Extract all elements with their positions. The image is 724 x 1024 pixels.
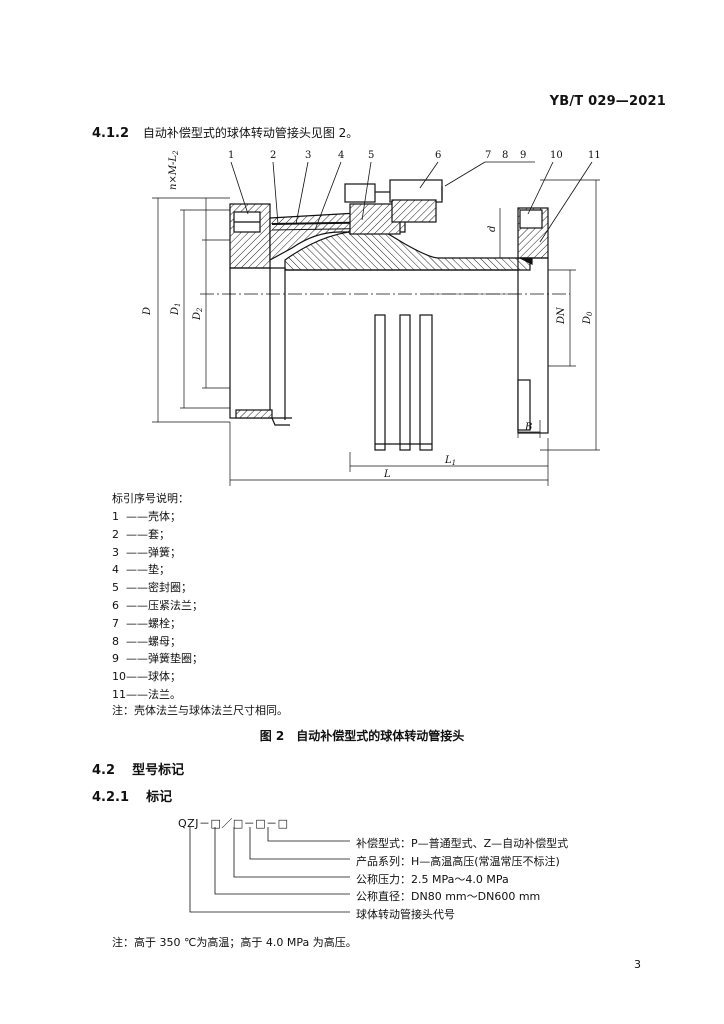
right-flange-lower: [517, 257, 549, 434]
legend-item: 2——套；: [112, 527, 170, 541]
dim-D0: D0: [582, 311, 594, 325]
dim-bolt-spec: n×M-L2: [168, 150, 180, 190]
legend-item: 11——法兰。: [112, 687, 181, 701]
marking-label-series: 产品系列：H—高温高压(常温常压不标注): [356, 855, 560, 868]
callout-numbers: 1 2 3 4 5 6 7 8 9 10 11: [228, 150, 601, 161]
legend-item: 3——弹簧；: [112, 545, 181, 559]
dim-DN: DN: [556, 306, 567, 325]
legend-item: 5——密封圈；: [112, 581, 192, 595]
section-text: 自动补偿型式的球体转动管接头见图 2。: [142, 126, 359, 140]
ring-1: [374, 314, 386, 451]
section-title: 标记: [146, 790, 173, 805]
legend-item: 7——螺栓；: [112, 616, 181, 630]
nut-left: [344, 183, 376, 203]
legend-item: 6——压紧法兰；: [112, 598, 203, 612]
legend-item: 9——弹簧垫圈；: [112, 652, 203, 666]
marking-label-pressure: 公称压力：2.5 MPa～4.0 MPa: [356, 873, 509, 886]
callout-7: 7: [485, 150, 491, 161]
legend-list: 1——壳体； 2——套； 3——弹簧； 4——垫； 5——密封圈； 6——压紧法…: [112, 508, 203, 704]
ball-section: [284, 229, 531, 271]
callout-9: 9: [520, 150, 526, 161]
callout-5: 5: [368, 150, 374, 161]
legend-item: 1——壳体；: [112, 510, 181, 523]
marking-leaders: [189, 827, 350, 913]
marking-label-code: 球体转动管接头代号: [356, 908, 455, 921]
shell-flange-lower: [229, 267, 271, 419]
section-title: 型号标记: [132, 763, 185, 778]
legend-item: 10——球体；: [112, 670, 181, 684]
dim-L: L: [383, 469, 391, 480]
legend-item: 8——螺母；: [112, 634, 181, 648]
callout-10: 10: [550, 150, 563, 161]
section-4-2-1: 4.2.1 标记: [92, 786, 172, 805]
callout-4: 4: [338, 150, 344, 161]
dim-B: B: [524, 422, 532, 433]
callout-6: 6: [435, 150, 441, 161]
dimension-lines: [152, 179, 600, 486]
callout-3: 3: [305, 150, 311, 161]
callout-11: 11: [588, 150, 601, 161]
dim-d: d: [487, 226, 498, 232]
callout-1: 1: [228, 150, 234, 161]
leader-lines: [230, 161, 593, 243]
page-number: 3: [634, 958, 641, 971]
marking-label-compensation: 补偿型式：P—普通型式、Z—自动补偿型式: [356, 837, 569, 850]
dim-L1: L1: [444, 455, 456, 467]
dim-D: D: [142, 307, 153, 316]
ring-3: [419, 314, 433, 451]
marking-label-diameter: 公称直径：DN80 mm～DN600 mm: [356, 890, 541, 903]
legend-item: 4——垫；: [112, 563, 170, 577]
fig2-drawing: 1 2 3 4 5 6 7 8 9 10 11: [142, 150, 601, 486]
dim-D1: D1: [170, 303, 182, 317]
ring-2: [399, 314, 411, 451]
figure-note: 注：壳体法兰与球体法兰尺寸相同。: [112, 704, 288, 717]
callout-2: 2: [270, 150, 276, 161]
callout-8: 8: [502, 150, 508, 161]
model-code: QZJ－□／□－□－□: [178, 817, 289, 830]
nut-right: [389, 179, 443, 203]
standard-number: YB/T 029—2021: [549, 94, 666, 109]
footnote: 注：高于 350 ℃为高温；高于 4.0 MPa 为高压。: [112, 936, 357, 949]
section-4-2: 4.2 型号标记: [92, 759, 184, 778]
section-number: 4.1.2: [92, 126, 130, 141]
figure-caption: 图 2 自动补偿型式的球体转动管接头: [259, 729, 465, 743]
section-4-1-2: 4.1.2 自动补偿型式的球体转动管接头见图 2。: [92, 124, 358, 141]
section-number: 4.2: [92, 763, 116, 778]
section-number: 4.2.1: [92, 790, 130, 805]
dim-D2: D2: [192, 307, 204, 321]
legend-title: 标引序号说明：: [112, 492, 189, 505]
